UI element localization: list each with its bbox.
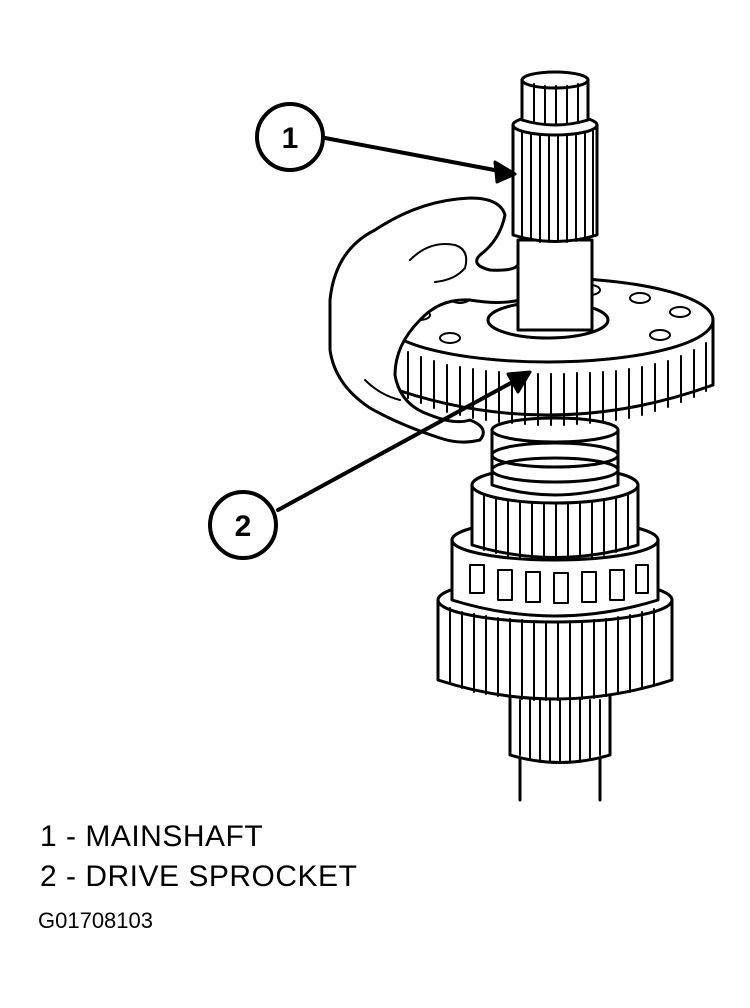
callout-1-leader bbox=[323, 136, 517, 184]
callout-1-number: 1 bbox=[282, 122, 299, 155]
callout-2-number: 2 bbox=[235, 510, 252, 543]
legend-item-mainshaft: 1 - MAINSHAFT bbox=[40, 818, 263, 856]
legend-text: 1 - MAINSHAFT bbox=[40, 820, 264, 853]
drive-sprocket bbox=[381, 276, 715, 426]
callout-2-leader bbox=[276, 370, 532, 512]
figure-code: G01708103 bbox=[38, 908, 153, 933]
upper-hub bbox=[490, 416, 620, 497]
hand bbox=[328, 196, 522, 444]
lower-spline-hub bbox=[508, 688, 612, 764]
callout-2-circle bbox=[208, 490, 278, 560]
callout-1-circle bbox=[255, 102, 325, 172]
mainshaft bbox=[511, 70, 599, 332]
legend-text: 2 - DRIVE SPROCKET bbox=[40, 860, 358, 893]
legend-item-drive-sprocket: 2 - DRIVE SPROCKET bbox=[40, 858, 357, 896]
